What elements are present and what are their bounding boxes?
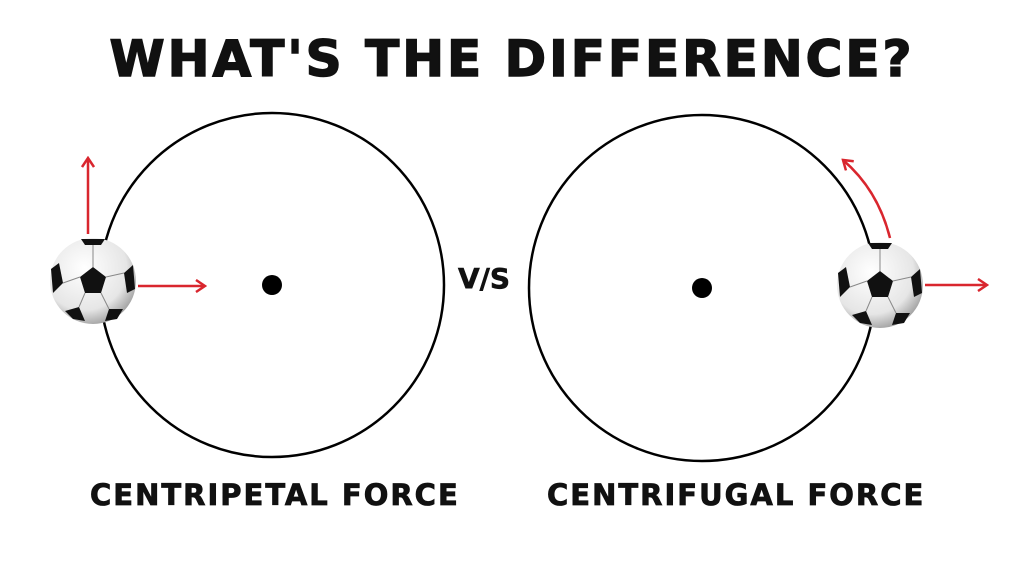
- centrifugal-diagram: [527, 113, 987, 463]
- soccer-ball-icon: [49, 237, 137, 325]
- centrifugal-label: CENTRIFUGAL FORCE: [547, 478, 926, 513]
- centripetal-diagram: [49, 111, 446, 459]
- page-title: WHAT'S THE DIFFERENCE?: [109, 29, 915, 89]
- soccer-ball-icon: [836, 241, 924, 329]
- versus-label: V/S: [458, 262, 511, 296]
- arrow-icon: [843, 160, 892, 239]
- centripetal-label: CENTRIPETAL FORCE: [90, 478, 460, 513]
- center-dot: [692, 278, 712, 298]
- center-dot: [262, 275, 282, 295]
